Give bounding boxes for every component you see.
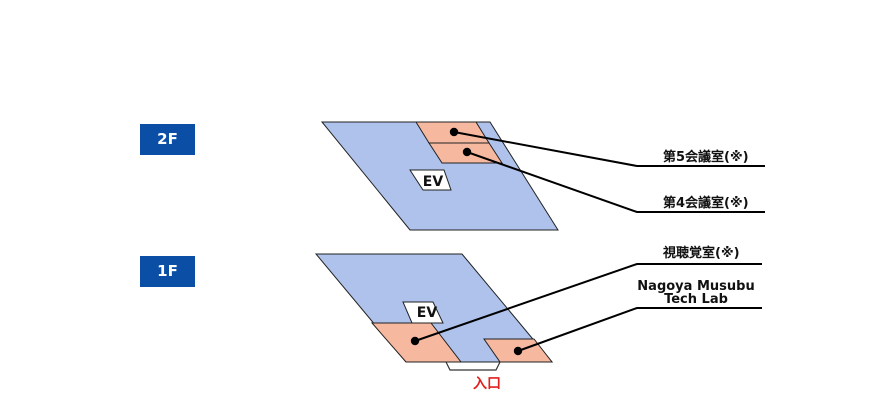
room-4-leader [466,151,765,213]
room-4-label: 第4会議室(※) [663,195,749,211]
av-room-label: 視聴覚室(※) [662,245,740,261]
lab-room-leader [517,307,762,352]
floor-badge-2f: 2F [140,124,195,155]
elevator-label-1f: EV [417,305,438,321]
entrance-bracket [445,361,501,371]
elevator-label-2f: EV [423,174,444,190]
lab-label-line1: Nagoya Musubu [637,279,754,294]
room-5-leader [453,131,765,167]
av-room-leader [414,263,762,342]
room-5-label: 第5会議室(※) [663,149,749,165]
floor-badge-1f: 1F [140,256,195,287]
elevator-1f [402,301,444,324]
first-floor: EV 視聴覚室(※) Nagoya Musubu Tech Lab 入口 [314,245,762,392]
entrance-label: 入口 [473,376,501,392]
lab-label-line2: Tech Lab [664,292,728,307]
elevator-2f [409,169,452,191]
second-floor: EV 第5会議室(※) 第4会議室(※) [320,121,765,231]
